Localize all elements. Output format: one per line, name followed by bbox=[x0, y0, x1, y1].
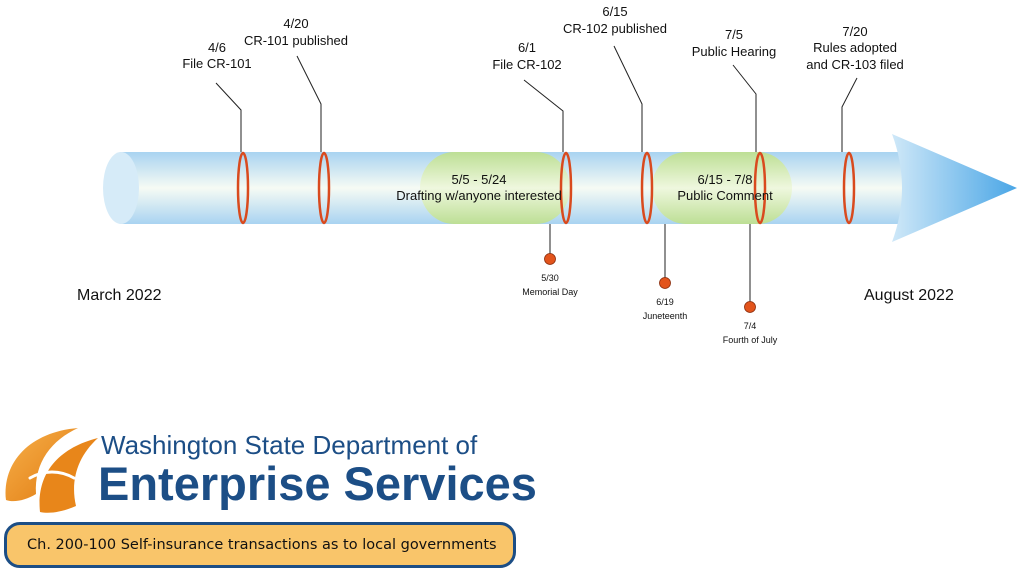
milestone-label2-7-20: and CR-103 filed bbox=[806, 57, 904, 72]
arrow-tail-cap bbox=[103, 152, 139, 224]
caption-text: Ch. 200-100 Self-insurance transactions … bbox=[27, 537, 497, 553]
milestone-rings bbox=[236, 151, 856, 225]
leader-6-1 bbox=[523, 79, 564, 152]
period-dates-public-comment: 6/15 - 7/8 bbox=[698, 172, 753, 187]
milestone-label-7-20: Rules adopted bbox=[813, 40, 897, 55]
milestone-label-6-15: CR-102 published bbox=[563, 21, 667, 36]
holiday-markers bbox=[544, 224, 756, 313]
holiday-dot-juneteenth bbox=[659, 277, 671, 289]
leader-7-20 bbox=[841, 77, 858, 152]
logo-line1: Washington State Department of bbox=[101, 430, 478, 460]
period-labels: 5/5 - 5/24 Drafting w/anyone interested … bbox=[396, 172, 773, 203]
period-highlight-public-comment bbox=[652, 152, 792, 224]
arrow-head bbox=[892, 134, 1017, 242]
timeline-arrow bbox=[103, 134, 1017, 242]
milestone-date-6-15: 6/15 bbox=[602, 4, 627, 19]
milestone-label-4-20: CR-101 published bbox=[244, 33, 348, 48]
period-dates-drafting: 5/5 - 5/24 bbox=[452, 172, 507, 187]
milestone-date-7-20: 7/20 bbox=[842, 24, 867, 39]
holiday-labels: 5/30 Memorial Day 6/19 Juneteenth 7/4 Fo… bbox=[522, 273, 778, 345]
leader-6-15 bbox=[613, 45, 643, 152]
holiday-dot-memorial-day bbox=[544, 253, 556, 265]
holiday-label-fourth-of-july: Fourth of July bbox=[723, 335, 778, 345]
holiday-label-memorial-day: Memorial Day bbox=[522, 287, 578, 297]
milestone-label-7-5: Public Hearing bbox=[692, 44, 777, 59]
ring-6-1 bbox=[559, 151, 573, 225]
period-label-drafting: Drafting w/anyone interested bbox=[396, 188, 561, 203]
milestone-date-7-5: 7/5 bbox=[725, 27, 743, 42]
holiday-date-juneteenth: 6/19 bbox=[656, 297, 674, 307]
milestone-date-4-6: 4/6 bbox=[208, 40, 226, 55]
holiday-dot-fourth-of-july bbox=[744, 301, 756, 313]
milestone-label-6-1: File CR-102 bbox=[492, 57, 561, 72]
ring-4-20 bbox=[317, 151, 331, 225]
timeline-start-label: March 2022 bbox=[77, 287, 162, 304]
leader-4-6 bbox=[215, 82, 242, 152]
ring-4-6 bbox=[236, 151, 250, 225]
caption-box: Ch. 200-100 Self-insurance transactions … bbox=[4, 522, 516, 568]
milestone-leaders bbox=[215, 45, 858, 152]
ring-7-5 bbox=[753, 151, 767, 225]
milestone-labels: 4/6 File CR-101 4/20 CR-101 published 6/… bbox=[182, 4, 903, 72]
logo-line2: Enterprise Services bbox=[98, 457, 537, 510]
swoosh-icon bbox=[5, 428, 98, 513]
ring-6-15 bbox=[640, 151, 654, 225]
period-highlight-drafting bbox=[420, 152, 570, 224]
holiday-date-memorial-day: 5/30 bbox=[541, 273, 559, 283]
leader-7-5 bbox=[732, 64, 757, 152]
milestone-date-6-1: 6/1 bbox=[518, 40, 536, 55]
period-label-public-comment: Public Comment bbox=[677, 188, 773, 203]
ring-7-20 bbox=[842, 151, 856, 225]
milestone-date-4-20: 4/20 bbox=[283, 16, 308, 31]
holiday-label-juneteenth: Juneteenth bbox=[643, 311, 688, 321]
holiday-date-fourth-of-july: 7/4 bbox=[744, 321, 757, 331]
timeline-end-label: August 2022 bbox=[864, 287, 954, 304]
leader-4-20 bbox=[296, 55, 322, 152]
milestone-label-4-6: File CR-101 bbox=[182, 56, 251, 71]
des-logo: Washington State Department of Enterpris… bbox=[5, 428, 537, 513]
